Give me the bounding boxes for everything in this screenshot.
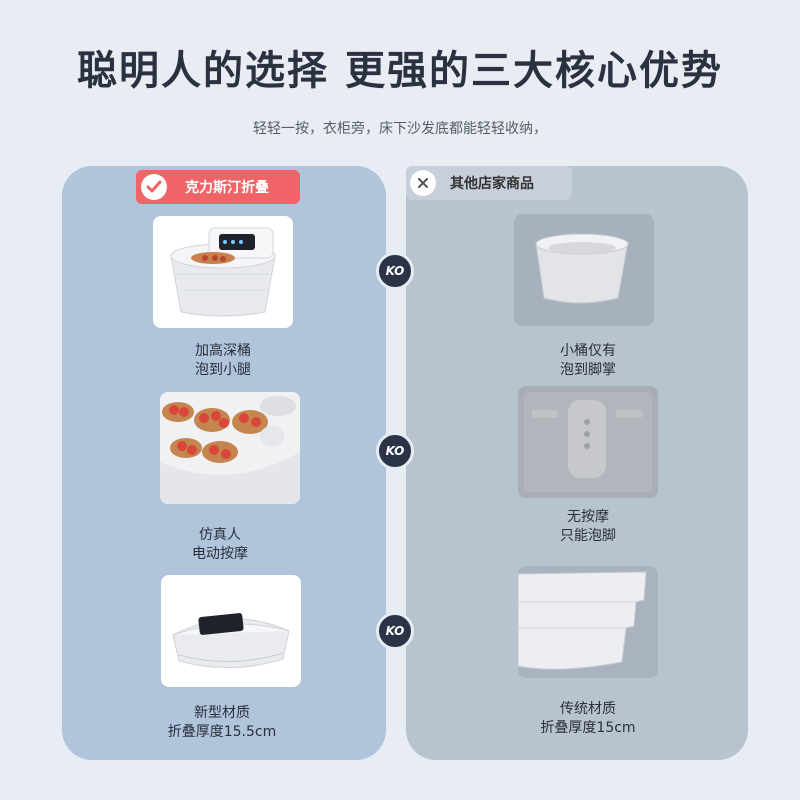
left-feature-1-line2: 泡到小腿 bbox=[195, 362, 251, 378]
right-feature-2-line1: 无按摩 bbox=[567, 509, 609, 525]
right-brand-badge: 其他店家商品 bbox=[406, 166, 572, 200]
check-icon bbox=[141, 174, 167, 200]
left-feature-1-line1: 加高深桶 bbox=[195, 343, 251, 359]
left-badge-label: 克力斯汀折叠 bbox=[185, 180, 269, 196]
right-feature-3-line2: 折叠厚度15cm bbox=[540, 720, 636, 736]
page-subtitle: 轻轻一按，衣柜旁，床下沙发底都能轻轻收纳， bbox=[253, 121, 547, 137]
left-feature-3-line2: 折叠厚度15.5cm bbox=[167, 724, 277, 740]
ko-badge: KO bbox=[376, 432, 414, 470]
right-badge-label: 其他店家商品 bbox=[450, 176, 534, 192]
left-feature-2: 仿真人 电动按摩 bbox=[150, 526, 290, 564]
left-brand-badge: 克力斯汀折叠 bbox=[136, 170, 300, 204]
traditional-basin-image bbox=[518, 566, 658, 678]
left-feature-2-line2: 电动按摩 bbox=[192, 546, 248, 562]
left-feature-3: 新型材质 折叠厚度15.5cm bbox=[152, 704, 292, 742]
right-feature-3: 传统材质 折叠厚度15cm bbox=[518, 700, 658, 738]
right-feature-1-line1: 小桶仅有 bbox=[560, 343, 616, 359]
deep-bucket-image bbox=[153, 216, 293, 328]
small-bucket-image bbox=[514, 214, 654, 326]
plain-basin-image bbox=[518, 386, 658, 498]
right-feature-2: 无按摩 只能泡脚 bbox=[518, 508, 658, 546]
ko-badge: KO bbox=[376, 252, 414, 290]
massage-rollers-image bbox=[160, 392, 300, 504]
page-title: 聪明人的选择 更强的三大核心优势 bbox=[77, 48, 723, 94]
ko-badge: KO bbox=[376, 612, 414, 650]
folded-basin-image bbox=[161, 575, 301, 687]
left-feature-3-line1: 新型材质 bbox=[194, 705, 250, 721]
right-feature-1: 小桶仅有 泡到脚掌 bbox=[518, 342, 658, 380]
right-feature-3-line1: 传统材质 bbox=[560, 701, 616, 717]
right-feature-2-line2: 只能泡脚 bbox=[560, 528, 616, 544]
left-feature-1: 加高深桶 泡到小腿 bbox=[153, 342, 293, 380]
left-feature-2-line1: 仿真人 bbox=[199, 527, 241, 543]
right-feature-1-line2: 泡到脚掌 bbox=[560, 362, 616, 378]
cross-icon bbox=[410, 170, 436, 196]
